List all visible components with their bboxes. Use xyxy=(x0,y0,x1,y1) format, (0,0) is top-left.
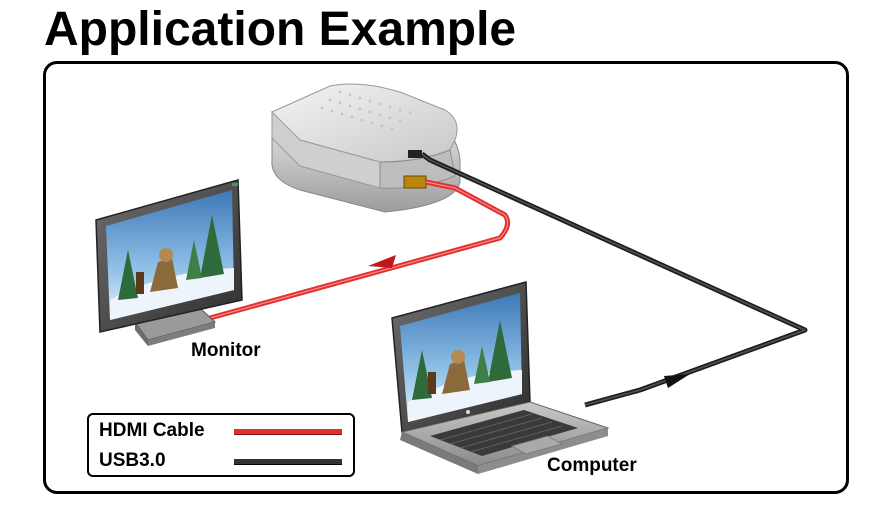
usb-direction-arrow xyxy=(664,374,690,388)
hdmi-port xyxy=(403,175,427,189)
legend-label-usb: USB3.0 xyxy=(99,450,166,471)
trackpad xyxy=(510,435,564,455)
legend-swatch-hdmi xyxy=(234,429,342,434)
capture-device xyxy=(271,83,461,213)
hdmi-cable xyxy=(209,179,511,321)
laptop xyxy=(391,281,610,474)
legend-item-hdmi: HDMI Cable xyxy=(99,418,239,444)
usb-cable xyxy=(420,152,808,408)
legend: HDMI Cable USB3.0 xyxy=(87,413,355,477)
monitor-label: Monitor xyxy=(191,340,261,361)
computer-label: Computer xyxy=(547,455,637,476)
monitor xyxy=(95,179,243,346)
legend-swatch-usb xyxy=(234,459,342,464)
diagram-frame xyxy=(43,61,849,494)
usb-port xyxy=(408,150,422,158)
legend-label-hdmi: HDMI Cable xyxy=(99,420,205,441)
legend-item-usb: USB3.0 xyxy=(99,448,239,474)
hdmi-direction-arrow xyxy=(368,255,396,268)
page-title: Application Example xyxy=(44,3,517,56)
